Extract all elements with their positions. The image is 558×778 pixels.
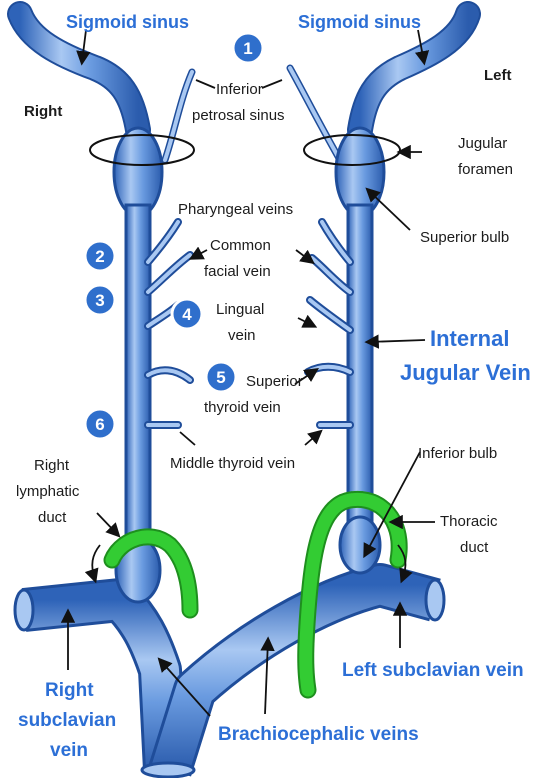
badge-1: 1 (243, 39, 252, 58)
label-ijv-1: Internal (430, 326, 509, 351)
label-middle-thyroid: Middle thyroid vein (170, 455, 295, 472)
tributaries-left (308, 222, 350, 425)
label-sigmoid-sinus-left: Sigmoid sinus (298, 12, 421, 32)
label-superior-thyroid-1: Superior (246, 373, 303, 390)
label-common-facial-2: facial vein (204, 263, 271, 280)
badge-4: 4 (182, 305, 192, 324)
label-pharyngeal-veins: Pharyngeal veins (178, 201, 293, 218)
label-right-subclavian-2: subclavian (18, 710, 116, 731)
label-sigmoid-sinus-right: Sigmoid sinus (66, 12, 189, 32)
label-right-subclavian-1: Right (45, 680, 94, 701)
label-ijv-2: Jugular Vein (400, 360, 531, 385)
inferior-bulb-left (340, 517, 380, 573)
label-superior-bulb: Superior bulb (420, 229, 509, 246)
label-jugular-foramen-1: Jugular (458, 135, 507, 152)
label-left-side: Left (484, 67, 512, 84)
badge-5: 5 (216, 368, 225, 387)
label-thoracic-2: duct (460, 539, 489, 556)
label-right-side: Right (24, 103, 62, 120)
label-right-subclavian-3: vein (50, 740, 88, 761)
label-lingual-1: Lingual (216, 301, 264, 318)
label-right-lymphatic-3: duct (38, 509, 67, 526)
label-jugular-foramen-2: foramen (458, 161, 513, 178)
label-left-subclavian: Left subclavian vein (342, 660, 524, 681)
badge-3: 3 (95, 291, 104, 310)
label-brachiocephalic: Brachiocephalic veins (218, 724, 419, 745)
label-common-facial-1: Common (210, 237, 271, 254)
label-inferior-petrosal-2: petrosal sinus (192, 107, 285, 124)
superior-bulb-right (114, 128, 162, 216)
label-right-lymphatic-1: Right (34, 457, 70, 474)
label-lingual-2: vein (228, 327, 256, 344)
badge-2: 2 (95, 247, 104, 266)
badge-6: 6 (95, 415, 104, 434)
label-thoracic-1: Thoracic (440, 513, 498, 530)
superior-bulb-left (336, 128, 384, 216)
label-inferior-bulb: Inferior bulb (418, 445, 497, 462)
label-superior-thyroid-2: thyroid vein (204, 399, 281, 416)
label-right-lymphatic-2: lymphatic (16, 483, 80, 500)
label-inferior-petrosal-1: Inferior (216, 81, 263, 98)
